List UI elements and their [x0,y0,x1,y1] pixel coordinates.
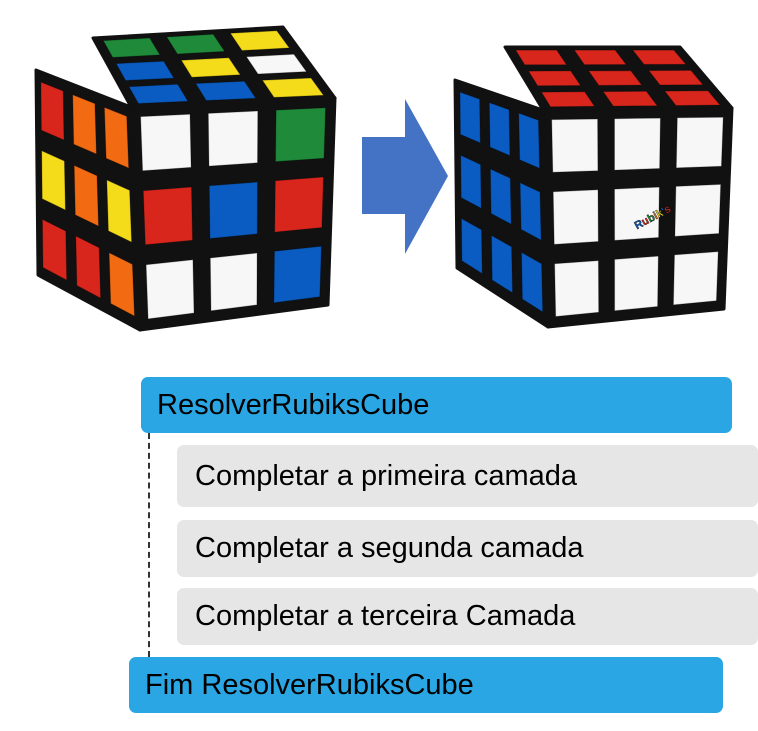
cube-sticker [489,168,512,225]
cube-sticker [614,255,659,312]
cube-sticker [103,106,130,169]
cube-sticker [108,252,135,317]
cube-sticker [488,102,511,157]
step-text: Completar a segunda camada [195,532,584,564]
algorithm-end-text: Fim ResolverRubiksCube [145,668,474,701]
cube-sticker [521,251,544,313]
cube-sticker [573,49,627,66]
algorithm-end-label: Fim ResolverRubiksCube [129,657,723,713]
right-arrow-icon [362,99,448,254]
cube-sticker [166,33,226,55]
cube-sticker [602,90,658,107]
cube-sticker [491,235,513,294]
cube-sticker [41,218,68,281]
step-text: Completar a primeira camada [195,459,577,492]
cube-sticker [275,107,326,163]
step-item: Completar a segunda camada [177,520,758,577]
cube-sticker [614,186,660,241]
cube-sticker [274,176,324,233]
cube-sticker [40,81,65,141]
cubes-illustration: Rubik's [34,25,734,332]
cube-sticker [672,251,719,306]
cube-sticker [75,235,102,299]
step-item: Completar a primeira camada [177,445,758,507]
cube-sticker [273,245,322,304]
cube-sticker [142,186,193,246]
cube-sticker [459,91,481,144]
dashed-connector-line [148,433,150,657]
cube-sticker [209,252,258,312]
cube-sticker [145,259,195,320]
cube-sticker [245,53,307,75]
cube-sticker [460,154,482,209]
cube-sticker [674,183,722,237]
cube-sticker [207,110,259,167]
rubiks-logo-icon: Rubik's [632,203,673,232]
cube-sticker [73,164,99,227]
cube-sticker [648,69,704,86]
cube-sticker [128,83,189,104]
cube-sticker [675,116,724,169]
cube-sticker [519,182,542,241]
cube-sticker [518,112,540,169]
cube-sticker [41,150,66,211]
cube-sticker [208,181,258,239]
svg-text:Rubik's: Rubik's [633,203,673,232]
cube-sticker [551,118,599,173]
cube-sticker [632,49,687,65]
cube-sticker [115,60,175,81]
cube-sticker [614,117,661,171]
step-item: Completar a terceira Camada [177,588,758,645]
cube-sticker [554,260,600,317]
algorithm-start-label: ResolverRubiksCube [141,377,732,433]
cube-sticker [195,80,257,101]
cube-sticker [528,70,581,87]
cube-sticker [72,94,97,155]
cube-sticker [261,77,324,98]
scrambled-cube-image [34,25,337,332]
cube-sticker [140,113,192,172]
cube-sticker [541,91,595,108]
step-text: Completar a terceira Camada [195,600,576,632]
cube-sticker [588,70,643,86]
solved-cube-image: Rubik's [453,45,734,329]
cube-sticker [664,90,721,106]
cube-sticker [460,218,483,275]
cube-sticker [180,57,241,78]
cube-sticker [106,179,133,243]
cube-sticker [102,37,161,58]
algorithm-start-text: ResolverRubiksCube [157,388,430,421]
cube-sticker [229,30,290,51]
cube-sticker [552,189,599,245]
cube-sticker [515,49,567,66]
